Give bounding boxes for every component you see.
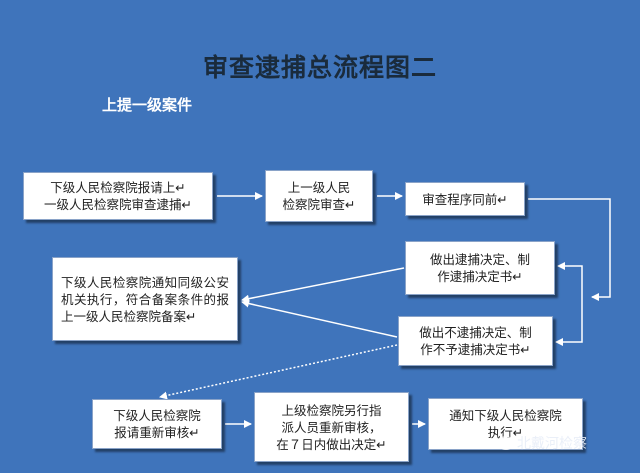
bracket-to-b4 (557, 262, 583, 297)
wechat-icon (498, 436, 514, 450)
box-upper-review: 上一级人民检察院审查↵ (265, 170, 373, 222)
page-title: 审查逮捕总流程图二 (202, 53, 437, 82)
box-same-procedure: 审查程序同前↵ (405, 182, 525, 216)
box-arrest-decision: 做出逮捕决定、制作逮捕决定书↵ (405, 241, 555, 295)
arrow-b6-b7 (159, 344, 398, 400)
box-no-arrest-decision: 做出不逮捕决定、制作不予逮捕决定书↵ (398, 316, 553, 366)
box-request-reexamine: 下级人民检察院报请重新审核↵ (92, 399, 222, 449)
arrow-b4-b5 (241, 267, 405, 303)
box-notify-police: 下级人民检察院通知同级公安机关执行，符合备案条件的报上一级人民检察院备案↵ (52, 257, 238, 341)
box-reassign-review: 上级检察院另行指派人员重新审核，在７日内做出决定↵ (254, 392, 409, 462)
subtitle: 上提一级案件 (102, 96, 193, 114)
bracket-to-b6 (555, 297, 583, 346)
box-report-arrest: 下级人民检察院报请上↵一级人民检察院审查逮捕↵ (23, 172, 213, 220)
watermark-text: 北戴河检察 (517, 436, 587, 452)
arrow-b6-b5 (241, 299, 398, 338)
watermark: 北戴河检察 (498, 433, 587, 453)
arrow-b3-bracket (528, 198, 611, 301)
